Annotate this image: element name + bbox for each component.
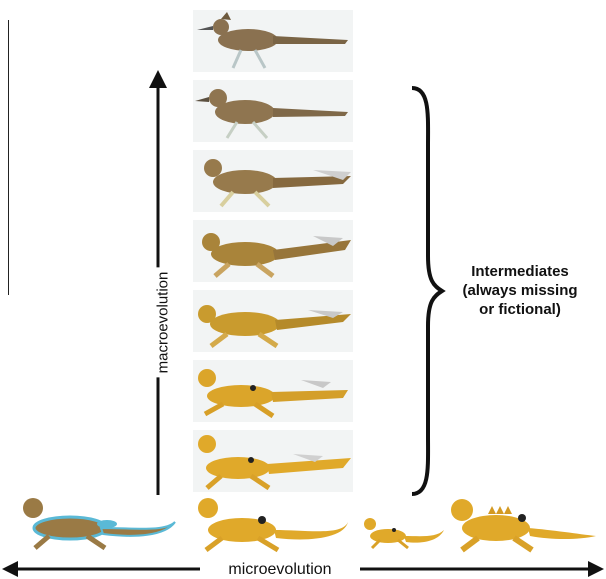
intermediate-panel-3 [193,150,353,212]
lizard-transition-icon [193,360,353,422]
intermediate-panel-6 [193,360,353,422]
macroevolution-label: macroevolution [155,267,172,377]
roadrunner-lizard-hybrid-icon [193,220,353,282]
intermediate-panel-7 [193,430,353,492]
lizard-transition-icon [193,430,353,492]
left-divider-line [8,20,9,295]
intermediate-panel-4 [193,220,353,282]
roadrunner-lizard-hybrid-icon [193,80,353,142]
brown-lizard-icon [15,492,185,554]
intermediates-text: Intermediates (always missing or fiction… [440,262,600,319]
spiny-lizard-icon [448,490,598,554]
intermediates-line-2: (always missing [440,281,600,300]
intermediates-line-3: or fictional) [440,300,600,319]
roadrunner-lizard-hybrid-icon [193,290,353,352]
macroevolution-label-wrap: macroevolution [148,262,178,382]
small-lizard-icon [360,512,446,552]
roadrunner-lizard-hybrid-icon [193,150,353,212]
microevolution-label: microevolution [200,561,360,579]
intermediate-panel-5 [193,290,353,352]
gold-lizard-icon [192,492,354,554]
intermediates-line-1: Intermediates [440,262,600,281]
intermediate-panel-1 [193,10,353,72]
intermediate-panel-2 [193,80,353,142]
roadrunner-icon [193,10,353,72]
